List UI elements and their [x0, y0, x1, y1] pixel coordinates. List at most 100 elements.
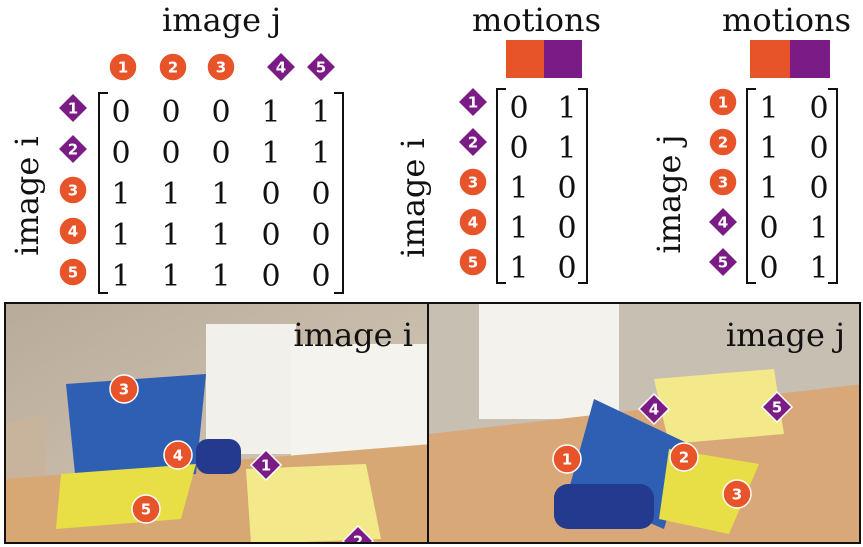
affinity-matrix-cell: 0 [311, 218, 331, 253]
photo-image-j-label: image j [725, 316, 845, 354]
motions-j-row-badge-3: 3 [708, 167, 738, 197]
motions-i-matrix-cell: 1 [557, 131, 577, 166]
motions-j-matrix-cell: 1 [759, 171, 779, 206]
row-badge-2: 2 [56, 132, 90, 166]
circle-marker-shape [708, 87, 738, 117]
affinity-matrix-cell: 1 [311, 95, 331, 130]
motions-i-row-title: image i [394, 138, 432, 258]
motions-i-matrix-cell: 1 [509, 251, 529, 286]
affinity-matrix-cell: 0 [111, 136, 131, 171]
marker-number: 1 [118, 59, 128, 77]
marker-number: 3 [216, 59, 226, 77]
diamond-marker-shape [341, 524, 375, 542]
motions-j-matrix-cell: 1 [759, 131, 779, 166]
circle-marker-shape [458, 167, 488, 197]
motions-i-row-badge-5: 5 [458, 247, 488, 277]
marker-number: 5 [68, 264, 78, 282]
marker-number: 5 [468, 254, 478, 272]
affinity-matrix-cell: 0 [111, 95, 131, 130]
marker-number: 2 [718, 134, 728, 152]
circle-marker-shape [458, 247, 488, 277]
motions-j-row-badge-5: 5 [706, 245, 740, 279]
photo-image-i-label: image i [293, 316, 413, 354]
circle-marker-shape [708, 127, 738, 157]
marker-number: 4 [173, 447, 183, 465]
diamond-marker-shape [249, 448, 283, 482]
diamond-marker-shape [706, 205, 740, 239]
motions-i-matrix-cell: 0 [557, 251, 577, 286]
photo-i-marker-3: 3 [109, 374, 139, 404]
marker-number: 3 [119, 381, 129, 399]
motions-i-matrix-cell: 0 [557, 171, 577, 206]
circle-marker-shape [58, 216, 88, 246]
marker-number: 5 [141, 501, 151, 519]
motions-j-row-badge-4: 4 [706, 205, 740, 239]
marker-number: 2 [468, 134, 478, 152]
photo-j-marker-5: 5 [760, 390, 794, 424]
motions-i-matrix-cell: 0 [557, 211, 577, 246]
marker-number: 2 [168, 59, 178, 77]
marker-number: 5 [718, 254, 728, 272]
marker-number: 1 [468, 94, 478, 112]
diamond-marker-shape [264, 50, 298, 84]
diamond-marker-shape [637, 392, 671, 426]
marker-number: 4 [468, 214, 478, 232]
affinity-matrix-cell: 0 [261, 177, 281, 212]
motion-swatch-purple [544, 40, 582, 78]
motions-i-matrix-cell: 0 [509, 131, 529, 166]
motion-swatch-purple [790, 40, 830, 78]
motions-j-matrix-cell: 0 [759, 251, 779, 286]
column-badge-5: 5 [304, 50, 338, 84]
photo-j-marker-2: 2 [669, 442, 699, 472]
circle-marker-shape [206, 52, 236, 82]
motions-j-matrix-cell: 1 [809, 211, 829, 246]
column-badge-4: 4 [264, 50, 298, 84]
diamond-marker-shape [760, 390, 794, 424]
photo-j-marker-1: 1 [552, 444, 582, 474]
affinity-matrix-cell: 1 [311, 136, 331, 171]
motions-j-row-badge-2: 2 [708, 127, 738, 157]
affinity-matrix-cell: 1 [111, 218, 131, 253]
photo-image-i-scene [6, 304, 427, 542]
column-badge-2: 2 [158, 52, 188, 82]
diamond-marker-shape [456, 125, 490, 159]
affinity-matrix-cell: 1 [261, 95, 281, 130]
row-badge-4: 4 [58, 216, 88, 246]
motions-j-matrix-cell: 0 [809, 131, 829, 166]
circle-marker-shape [552, 444, 582, 474]
motions-i-row-badge-2: 2 [456, 125, 490, 159]
motions-i-title: motions [472, 1, 601, 39]
motions-i-row-badge-3: 3 [458, 167, 488, 197]
affinity-matrix-cell: 1 [261, 136, 281, 171]
affinity-matrix-cell: 1 [211, 177, 231, 212]
photo-i-marker-4: 4 [163, 440, 193, 470]
affinity-matrix-cell: 1 [161, 218, 181, 253]
motions-j-matrix-cell: 0 [809, 91, 829, 126]
photo-j-marker-4: 4 [637, 392, 671, 426]
circle-marker-shape [131, 494, 161, 524]
motions-i-row-badge-4: 4 [458, 207, 488, 237]
circle-marker-shape [163, 440, 193, 470]
matrix-row-title: image i [8, 136, 46, 256]
motions-i-matrix-cell: 0 [509, 91, 529, 126]
marker-number: 4 [649, 401, 659, 419]
motions-j-matrix-cell: 1 [759, 91, 779, 126]
marker-number: 1 [68, 100, 78, 118]
motions-j-matrix-cell: 0 [759, 211, 779, 246]
marker-number: 2 [679, 449, 689, 467]
circle-marker-shape [108, 52, 138, 82]
marker-number: 5 [316, 59, 326, 77]
circle-marker-shape [458, 207, 488, 237]
affinity-matrix-cell: 0 [261, 218, 281, 253]
motion-swatch-orange [750, 40, 790, 78]
circle-marker-shape [708, 167, 738, 197]
motion-swatch-orange [506, 40, 544, 78]
marker-number: 1 [261, 457, 271, 475]
marker-number: 3 [468, 174, 478, 192]
marker-number: 5 [772, 399, 782, 417]
circle-marker-shape [109, 374, 139, 404]
motions-j-matrix-cell: 0 [809, 171, 829, 206]
